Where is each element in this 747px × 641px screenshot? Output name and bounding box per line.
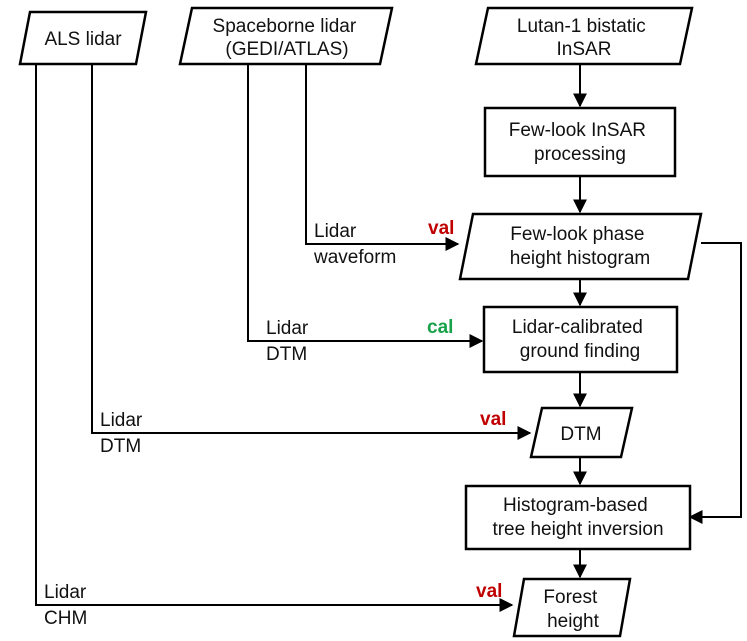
edge-spaceborne-dtm-to-ground — [247, 64, 484, 348]
als-chm-label: Lidar CHM — [44, 582, 92, 629]
ground-finding-label: Lidar-calibrated ground finding — [512, 317, 648, 362]
node-ground-finding: Lidar-calibrated ground finding — [482, 305, 679, 374]
dtm-shape — [529, 406, 634, 459]
node-spaceborne-lidar: Spaceborne lidar (GEDI/ATLAS) — [178, 6, 394, 66]
spaceborne-dtm-cal-tag: cal — [427, 317, 453, 338]
phase-histogram-shape — [458, 212, 703, 281]
als-lidar-shape — [18, 10, 148, 66]
node-lutan-insar: Lutan-1 bistatic InSAR — [474, 6, 694, 66]
fewlook-processing-label: Few-look InSAR processing — [509, 120, 652, 165]
waveform-val-tag: val — [428, 218, 454, 239]
node-forest-height: Forest height — [512, 577, 632, 638]
phase-histogram-label: Few-look phase height histogram — [510, 224, 650, 269]
spaceborne-dtm-label: Lidar DTM — [266, 318, 314, 365]
edge-waveform-to-histogram — [305, 64, 460, 251]
als-dtm-val-tag: val — [480, 409, 506, 430]
tree-height-inversion-shape — [464, 484, 692, 551]
als-lidar-label: ALS lidar — [44, 29, 122, 50]
spaceborne-lidar-label: Spaceborne lidar (GEDI/ATLAS) — [213, 16, 362, 60]
edge-als-dtm-to-dtm — [91, 64, 532, 440]
forest-height-shape — [512, 577, 632, 638]
lutan-insar-label: Lutan-1 bistatic InSAR — [517, 16, 651, 60]
lidar-waveform-label: Lidar waveform — [313, 221, 396, 268]
node-phase-histogram: Few-look phase height histogram — [458, 212, 703, 281]
node-dtm: DTM — [529, 406, 634, 459]
tree-height-inversion-label: Histogram-based tree height inversion — [492, 495, 663, 540]
edge-histogram-to-inversion — [688, 242, 742, 524]
fewlook-processing-shape — [483, 106, 677, 178]
node-tree-height-inversion: Histogram-based tree height inversion — [464, 484, 692, 551]
als-dtm-label: Lidar DTM — [100, 410, 148, 457]
dtm-label: DTM — [560, 424, 601, 445]
chm-val-tag: val — [476, 581, 502, 602]
spaceborne-lidar-shape — [178, 6, 394, 66]
lutan-insar-shape — [474, 6, 694, 66]
forest-height-label: Forest height — [543, 587, 602, 632]
node-fewlook-processing: Few-look InSAR processing — [483, 106, 677, 178]
node-als-lidar: ALS lidar — [18, 10, 148, 66]
connectors — [35, 64, 742, 612]
edge-als-chm-to-forest — [35, 64, 514, 612]
ground-finding-shape — [482, 305, 679, 374]
